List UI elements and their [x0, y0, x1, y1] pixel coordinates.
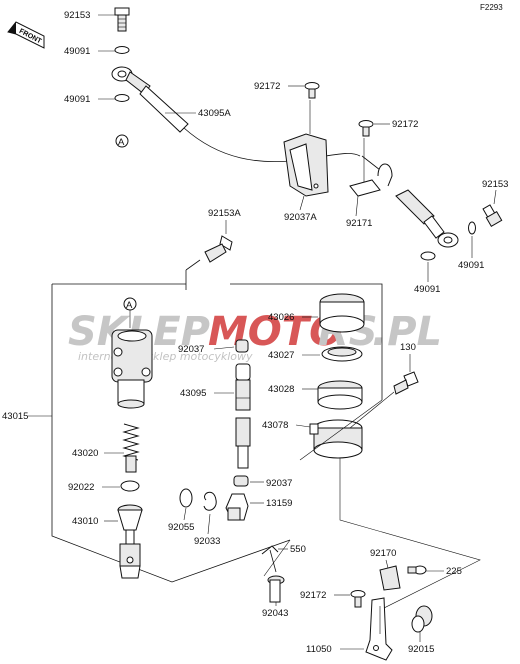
callout-92043: 92043 — [262, 608, 288, 619]
circlip-92022 — [120, 480, 140, 492]
callout-92033: 92033 — [194, 536, 220, 547]
callout-49091-d: 49091 — [414, 284, 440, 295]
washer-49091-d — [420, 251, 436, 261]
bracket-92037A — [283, 100, 329, 197]
screw-225 — [407, 565, 427, 575]
banjo-bolt-right — [482, 204, 503, 228]
callout-130: 130 — [400, 342, 416, 353]
pushrod-43010 — [117, 504, 143, 579]
callout-43078: 43078 — [262, 420, 288, 431]
diaphragm-43027 — [321, 346, 363, 362]
master-cylinder-body — [111, 329, 153, 409]
callout-43028: 43028 — [268, 384, 294, 395]
callout-43015: 43015 — [2, 411, 28, 422]
callout-550: 550 — [290, 544, 306, 555]
bolt-92172-c — [350, 590, 366, 608]
watermark-suffix: .PL — [372, 309, 442, 355]
clamp-92171 — [349, 138, 393, 197]
pin-550 — [261, 545, 279, 573]
reservoir-43078 — [309, 419, 363, 459]
callout-49091-c: 49091 — [458, 260, 484, 271]
front-arrow-icon: FRONT — [7, 21, 45, 49]
reservoir-cap-43026 — [319, 293, 365, 333]
callout-49091-b: 49091 — [64, 94, 90, 105]
fitting-13159 — [225, 493, 249, 521]
plate-43028 — [317, 380, 363, 410]
callout-92172-a: 92172 — [254, 81, 280, 92]
figure-ref: F2293 — [480, 3, 503, 12]
pin-92043 — [267, 575, 285, 603]
callout-13159: 13159 — [266, 498, 292, 509]
bolt-92172-b — [358, 120, 374, 137]
washer-49091-c — [468, 221, 476, 235]
callout-43095: 43095 — [180, 388, 206, 399]
callout-92153A: 92153A — [208, 208, 241, 219]
washer-49091-b — [114, 94, 130, 102]
callout-92037A: 92037A — [284, 212, 317, 223]
callout-43026: 43026 — [268, 312, 294, 323]
clip-92037-b — [233, 475, 249, 487]
callout-92172-c: 92172 — [300, 590, 326, 601]
grommet-92015 — [411, 605, 433, 633]
hose-43095 — [235, 363, 251, 469]
watermark-tagline: internetowy sklep motocyklowy — [78, 350, 253, 363]
brake-hose-right — [395, 189, 459, 248]
callout-92172-b: 92172 — [392, 119, 418, 130]
callout-92015: 92015 — [408, 644, 434, 655]
spring-43020 — [122, 423, 140, 473]
ref-a-top: A — [118, 137, 125, 148]
callout-92153-top: 92153 — [64, 10, 90, 21]
oring-92055 — [179, 488, 193, 508]
callout-92153-right: 92153 — [482, 179, 508, 190]
ref-a-mid: A — [126, 300, 133, 311]
bolt-92172-a — [304, 82, 320, 99]
callout-92022: 92022 — [68, 482, 94, 493]
callout-92170: 92170 — [370, 548, 396, 559]
bolt-130 — [393, 371, 419, 395]
callout-43027: 43027 — [268, 350, 294, 361]
callout-43095A: 43095A — [198, 108, 231, 119]
banjo-bolt-top — [114, 7, 130, 32]
callout-11050: 11050 — [306, 644, 332, 655]
callout-43010: 43010 — [72, 516, 98, 527]
bracket-92170 — [379, 565, 401, 591]
banjo-bolt-92153A — [185, 235, 233, 271]
ref-circle-a-top — [115, 134, 129, 148]
callout-49091-a: 49091 — [64, 46, 90, 57]
callout-92171: 92171 — [346, 218, 372, 229]
callout-225: 225 — [446, 566, 462, 577]
callout-92055: 92055 — [168, 522, 194, 533]
callout-43020: 43020 — [72, 448, 98, 459]
callout-92037-a: 92037 — [178, 344, 204, 355]
assembly-box-right — [230, 283, 383, 400]
bracket-11050 — [365, 597, 393, 661]
brake-hose-43095A — [111, 66, 381, 171]
washer-49091-a — [114, 46, 130, 54]
circlip-92033 — [203, 491, 217, 511]
callout-92037-b: 92037 — [266, 478, 292, 489]
assembly-box-left — [51, 284, 291, 583]
clip-92037-a — [235, 339, 249, 353]
